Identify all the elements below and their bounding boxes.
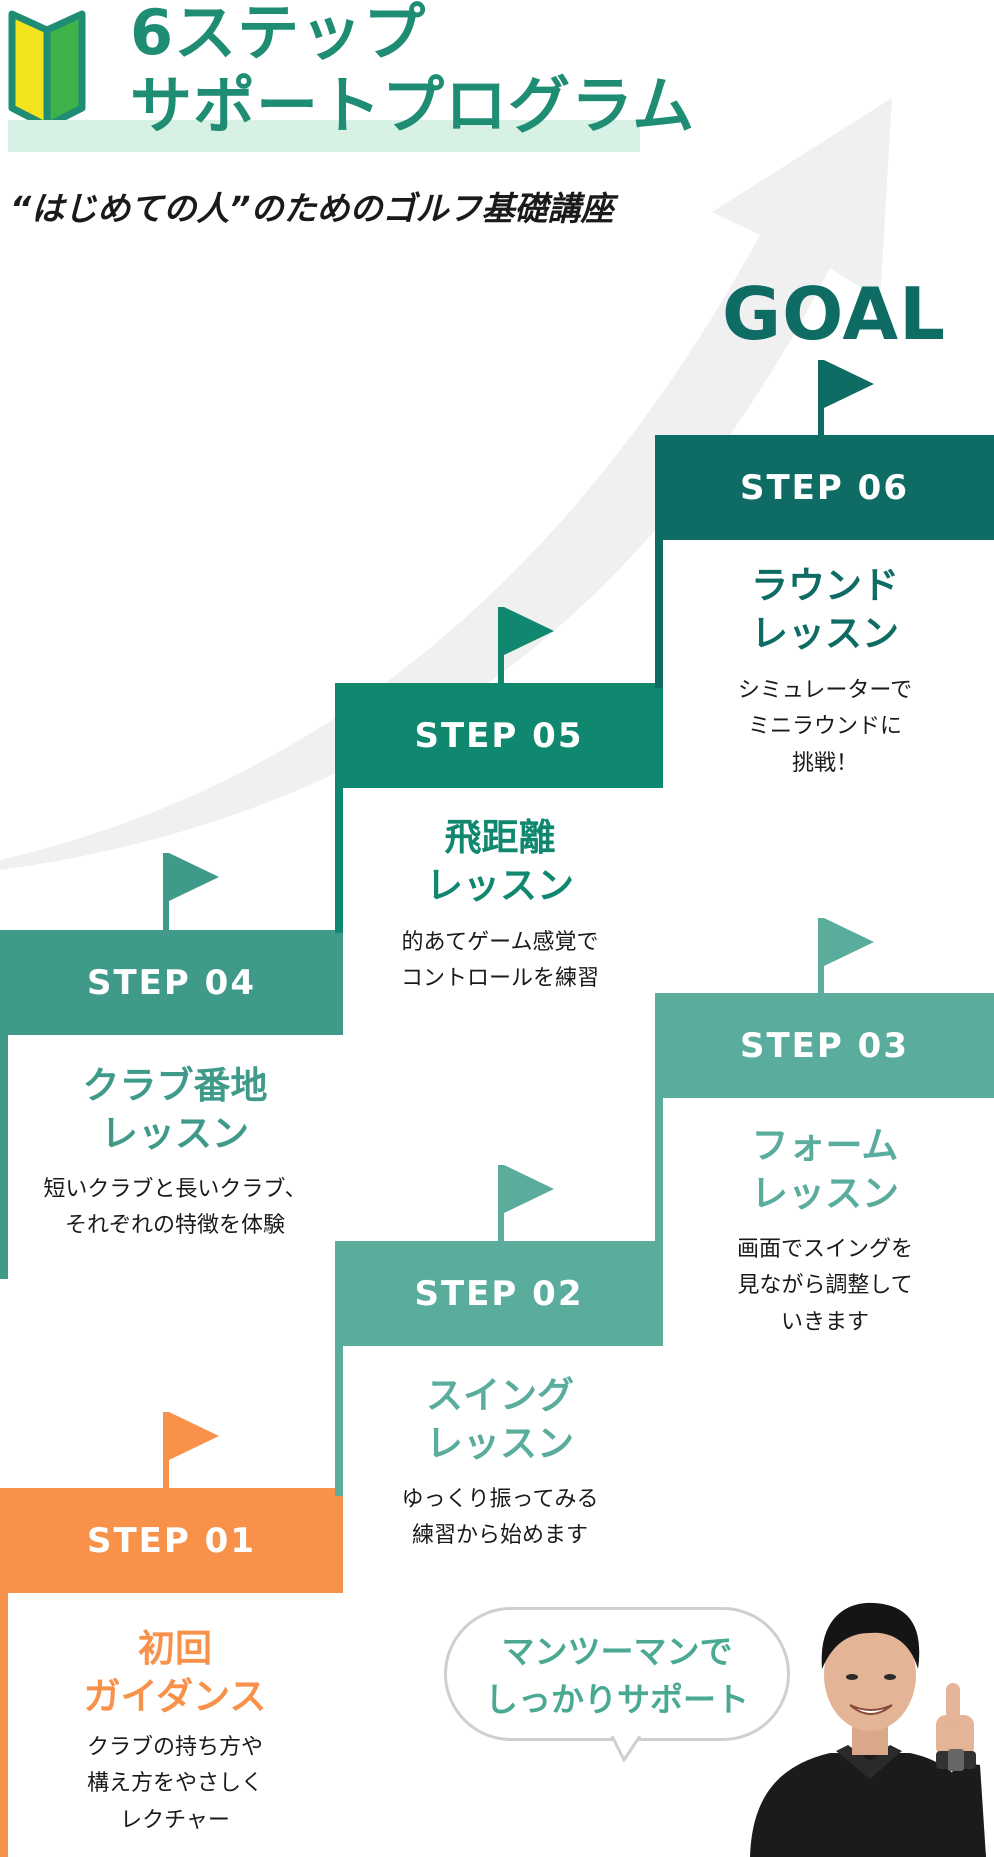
step-05-desc-line: 的あてゲーム感覚で (401, 930, 599, 955)
step-02-bar: STEP 02 (335, 1241, 663, 1346)
step-06-heading: ラウンド レッスン (668, 562, 982, 658)
page-subtitle: “はじめての人”のためのゴルフ基礎講座 (10, 189, 614, 228)
step-05-heading-line: レッスン (426, 864, 574, 908)
step-04-heading-line: クラブ番地 (82, 1064, 268, 1107)
growth-arrow-icon (0, 98, 892, 870)
step-03-label: STEP 03 (740, 1025, 909, 1066)
step-04-label: STEP 04 (87, 962, 256, 1003)
flag-icon (498, 607, 558, 687)
step-06-heading-line: ラウンド (751, 564, 899, 607)
step-03-heading-line: フォーム (751, 1124, 899, 1167)
step-01-description: クラブの持ち方や 構え方をやさしく レクチャー (20, 1730, 330, 1839)
step-01-desc-line: 構え方をやさしく (86, 1771, 263, 1797)
step-03-heading-line: レッスン (751, 1172, 899, 1216)
page-title-line-2: サポートプログラム (130, 69, 696, 142)
step-06-heading-line: レッスン (751, 612, 899, 656)
step-06-desc-line: 挑戦！ (791, 750, 858, 776)
step-03-desc-line: いきます (780, 1309, 869, 1335)
step-03-desc-line: 見ながら調整して (737, 1273, 913, 1299)
flag-icon (163, 1412, 223, 1492)
step-02-heading: スイング レッスン (345, 1372, 655, 1468)
step-02-desc-line: 練習から始めます (411, 1523, 588, 1549)
step-02-heading-line: レッスン (426, 1422, 574, 1466)
speech-bubble-tail (610, 1736, 642, 1762)
speech-bubble (444, 1607, 790, 1741)
title-highlight (8, 120, 640, 152)
step-04-desc-line: それぞれの特徴を体験 (64, 1213, 285, 1239)
step-04-bar: STEP 04 (0, 930, 343, 1035)
step-03-stem (655, 1098, 663, 1248)
goal-label: GOAL (722, 272, 946, 356)
step-05-desc-line: コントロールを練習 (400, 966, 599, 992)
step-01-heading-line: ガイダンス (83, 1675, 267, 1719)
flag-icon (818, 918, 878, 998)
speech-bubble-line: マンツーマンで (501, 1632, 733, 1671)
step-05-heading: 飛距離 レッスン (345, 814, 655, 910)
step-05-heading-line: 飛距離 (444, 816, 556, 859)
beginner-mark-icon (6, 8, 88, 136)
step-04-description: 短いクラブと長いクラブ、 それぞれの特徴を体験 (10, 1172, 340, 1245)
flag-icon (498, 1165, 558, 1245)
step-05-stem (335, 788, 343, 933)
step-01-bar: STEP 01 (0, 1488, 343, 1593)
step-05-bar: STEP 05 (335, 683, 663, 788)
step-01-label: STEP 01 (87, 1520, 256, 1561)
step-04-heading-line: レッスン (101, 1112, 249, 1156)
step-06-description: シミュレーターで ミニラウンドに 挑戦！ (668, 673, 982, 782)
step-01-desc-line: レクチャー (120, 1807, 230, 1833)
step-06-label: STEP 06 (740, 467, 909, 508)
flag-icon (163, 853, 223, 933)
page-title-line-1: 6ステップ (130, 0, 427, 69)
coach-photo (750, 1602, 986, 1857)
step-06-bar: STEP 06 (655, 435, 994, 540)
speech-bubble-text: マンツーマンで しっかりサポート (444, 1628, 790, 1724)
step-02-description: ゆっくり振ってみる 練習から始めます (345, 1482, 655, 1555)
step-03-description: 画面でスイングを 見ながら調整して いきます (668, 1232, 982, 1341)
step-01-desc-line: クラブの持ち方や (86, 1735, 263, 1760)
speech-bubble-line: しっかりサポート (485, 1679, 749, 1719)
step-03-bar: STEP 03 (655, 993, 994, 1098)
step-01-heading: 初回 ガイダンス (20, 1625, 330, 1721)
step-03-heading: フォーム レッスン (668, 1122, 982, 1218)
step-01-heading-line: 初回 (138, 1627, 212, 1670)
step-06-desc-line: シミュレーターで (737, 678, 913, 703)
step-04-stem (0, 1035, 8, 1279)
step-04-desc-line: 短いクラブと長いクラブ、 (43, 1177, 307, 1202)
step-04-heading: クラブ番地 レッスン (18, 1062, 332, 1158)
step-02-stem (335, 1346, 343, 1496)
step-05-description: 的あてゲーム感覚で コントロールを練習 (345, 925, 655, 998)
step-05-label: STEP 05 (414, 715, 584, 756)
step-06-stem (655, 540, 663, 688)
step-02-label: STEP 02 (414, 1273, 584, 1314)
step-03-desc-line: 画面でスイングを (736, 1237, 913, 1262)
step-01-stem (0, 1593, 8, 1857)
flag-icon (818, 360, 878, 440)
step-02-heading-line: スイング (426, 1374, 574, 1417)
step-06-desc-line: ミニラウンドに (747, 714, 902, 740)
step-02-desc-line: ゆっくり振ってみる (401, 1487, 599, 1512)
